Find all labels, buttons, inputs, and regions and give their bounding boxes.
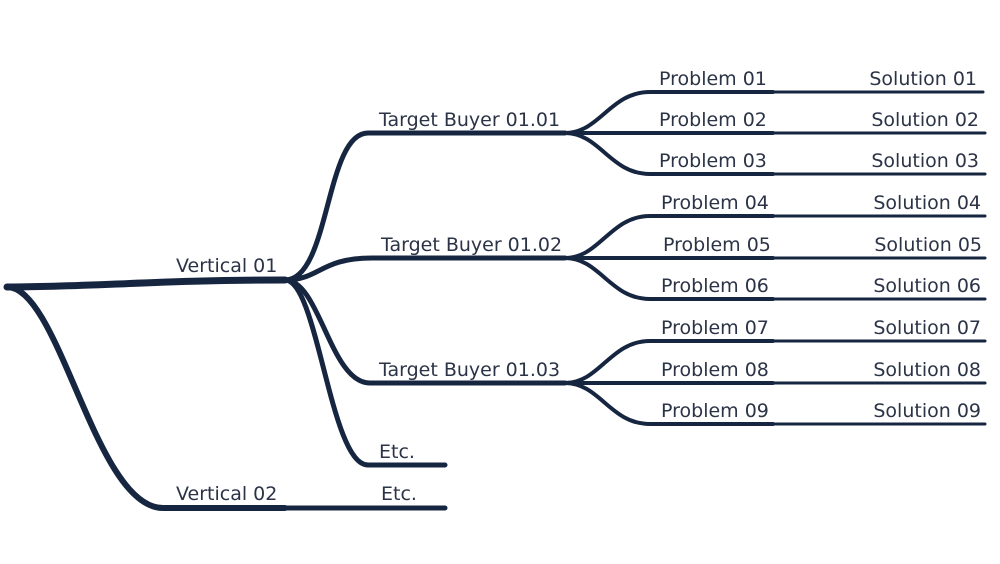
vertical-01-branches [282, 130, 568, 468]
branch-problem-03 [563, 131, 775, 176]
solution-06-label: Solution 06 [873, 275, 981, 297]
branch-vertical-01-etc [282, 277, 448, 468]
target-buyer-01-02-label: Target Buyer 01.02 [380, 234, 562, 256]
solution-04-label: Solution 04 [873, 192, 981, 214]
problem-07-label: Problem 07 [661, 317, 769, 339]
branch-target-buyer-01-01 [282, 130, 568, 283]
solution-08-label: Solution 08 [873, 359, 981, 381]
solution-01-label: Solution 01 [869, 68, 977, 90]
problem-08-label: Problem 08 [661, 359, 769, 381]
vertical-01-etc-label: Etc. [379, 441, 415, 463]
problem-06-label: Problem 06 [661, 275, 769, 297]
buyer-01-01-branches [563, 90, 775, 176]
root-branches [3, 276, 289, 511]
problem-05-label: Problem 05 [663, 234, 771, 256]
solution-branches [771, 90, 987, 426]
branch-root-vertical-02 [4, 284, 288, 511]
solution-09-label: Solution 09 [873, 400, 981, 422]
problem-04-label: Problem 04 [661, 192, 769, 214]
vertical-02-etc-label: Etc. [381, 483, 417, 505]
solution-05-label: Solution 05 [874, 234, 982, 256]
problem-03-label: Problem 03 [659, 150, 767, 172]
solution-07-label: Solution 07 [873, 317, 981, 339]
branch-target-buyer-01-02 [282, 255, 568, 283]
branch-root-vertical-01 [3, 276, 289, 291]
target-buyer-01-01-label: Target Buyer 01.01 [378, 109, 560, 131]
buyer-01-03-branches [563, 339, 775, 426]
target-buyer-01-03-label: Target Buyer 01.03 [378, 359, 560, 381]
branch-problem-06 [563, 256, 775, 301]
solution-03-label: Solution 03 [871, 150, 979, 172]
solution-02-label: Solution 02 [871, 109, 979, 131]
node-labels: Vertical 01 Vertical 02 Target Buyer 01.… [176, 68, 982, 505]
branch-problem-09 [563, 381, 775, 426]
branch-target-buyer-01-03 [282, 277, 568, 386]
vertical-01-label: Vertical 01 [176, 255, 277, 277]
problem-01-label: Problem 01 [659, 68, 767, 90]
buyer-01-02-branches [563, 214, 775, 301]
problem-09-label: Problem 09 [661, 400, 769, 422]
problem-02-label: Problem 02 [659, 109, 767, 131]
vertical-02-label: Vertical 02 [176, 483, 277, 505]
